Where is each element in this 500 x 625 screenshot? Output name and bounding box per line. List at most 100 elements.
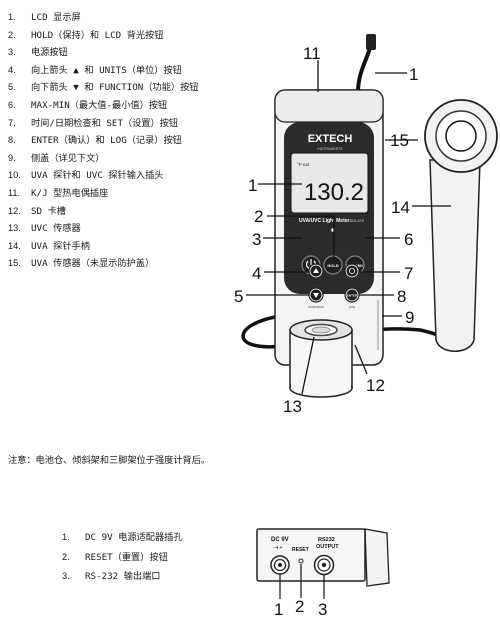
hold-button-label: HOLD — [327, 263, 338, 268]
callout-5: 5 — [234, 287, 243, 306]
uvc-sensor — [289, 319, 353, 398]
rear-panel-list-item-number: 1. — [62, 532, 70, 542]
rear-panel-list-item-number: 2. — [62, 551, 70, 562]
component-list-item-number: 13. — [8, 223, 21, 234]
hold-button[interactable] — [323, 255, 343, 275]
uva-probe — [424, 99, 498, 352]
callout-4: 4 — [252, 264, 261, 283]
component-list-item: 6. MAX-MIN（最大值-最小值）按钮 — [8, 97, 198, 115]
component-list-item-text: K/J 型热电偶插座 — [31, 187, 109, 199]
down-arrow-button[interactable] — [308, 287, 324, 303]
component-list-item-number: 4. — [8, 64, 16, 75]
callout-9: 9 — [405, 308, 414, 327]
up-arrow-icon — [313, 268, 319, 273]
rear-panel-list-item-text: DC 9V 电源适配器插孔 — [85, 532, 183, 543]
component-list-item: 4. 向上箭头 ▲ 和 UNITS（单位）按钮 — [8, 62, 198, 80]
uva-sensor-window — [445, 120, 477, 152]
callout-7: 7 — [404, 264, 413, 283]
reset-label: RESET — [292, 547, 309, 553]
reset-button[interactable] — [298, 558, 304, 564]
component-list-item-number: 3. — [8, 47, 16, 58]
unit-label: UNIT — [313, 280, 320, 284]
component-list-item-number: 9. — [8, 152, 16, 163]
component-list-item: 9. 侧盖（详见下文） — [8, 150, 198, 168]
callout-1-lcd: 1 — [248, 176, 257, 195]
callout-1-cable: 1 — [409, 65, 418, 84]
rear-panel-list-item-text: RESET（重置）按钮 — [85, 551, 168, 563]
component-list-item-number: 2. — [8, 29, 16, 40]
callout-lines — [246, 60, 451, 395]
enter-button-label: ENTER — [347, 294, 358, 298]
component-list-item-text: 时间/日期检查和 SET（设置）按钮 — [31, 117, 179, 129]
rear-callout-1: 1 — [274, 600, 283, 619]
rear-callout-lines — [279, 564, 325, 599]
dc-jack[interactable] — [270, 555, 290, 575]
component-list-item-number: 6. — [8, 99, 16, 110]
rear-callout-2: 2 — [295, 597, 304, 616]
function-label: FUNCTION — [308, 305, 324, 309]
component-list-item-number: 10. — [8, 170, 21, 181]
note-text: 注意：电池仓、倾斜架和三脚架位于强度计背后。 — [8, 455, 211, 466]
rear-panel-list-item-number: 3. — [62, 571, 70, 581]
down-arrow-icon — [313, 293, 319, 298]
component-list-item-number: 14. — [8, 240, 21, 251]
component-list-item-text: MAX-MIN（最大值-最小值）按钮 — [31, 99, 168, 111]
rear-panel-list-item: 1. DC 9V 电源适配器插孔 — [62, 528, 183, 548]
model-number: SDL470 — [350, 218, 365, 223]
component-list-item: 1.LCD 显示屏 — [8, 9, 198, 27]
component-list-item-text: UVA 传感器（未显示防护盖） — [31, 258, 155, 270]
zero-label: ZERO — [330, 283, 339, 287]
callout-6: 6 — [404, 230, 413, 249]
rear-panel-list-item-text: RS-232 输出端口 — [85, 571, 161, 582]
component-list-item-number: 15. — [8, 258, 21, 269]
rear-panel-list: 1. DC 9V 电源适配器插孔 2. RESET（重置）按钮 3. RS-232 输出端… — [62, 528, 183, 587]
callout-3: 3 — [252, 230, 261, 249]
component-list-item-number: 5. — [8, 82, 16, 93]
component-list-item: 3. 电源按钮 — [8, 44, 198, 62]
model-label: UVA/UVC Light Meter — [299, 218, 350, 224]
component-list-item-text: HOLD（保持）和 LCD 背光按钮 — [31, 29, 164, 41]
component-list-item-text: SD 卡槽 — [31, 205, 66, 217]
brand-logo: EXTECH — [308, 133, 353, 145]
callout-2: 2 — [254, 207, 263, 226]
dc-label: DC 9V — [271, 537, 289, 543]
callout-13: 13 — [283, 397, 302, 416]
component-list-item: 14.UVA 探针手柄 — [8, 238, 198, 256]
component-list-item-text: 侧盖（详见下文） — [31, 152, 105, 164]
component-list-item-number: 1. — [8, 12, 16, 22]
rs232-label-2: OUTPUT — [316, 544, 339, 550]
component-list-item: 8. ENTER（确认）和 LOG（记录）按钮 — [8, 132, 198, 150]
callout-14: 14 — [391, 198, 410, 217]
component-list-item: 5. 向下箭头 ▼ 和 FUNCTION（功能）按钮 — [8, 79, 198, 97]
callout-8: 8 — [397, 287, 406, 306]
component-list-item: 13. UVC 传感器 — [8, 220, 198, 238]
brand-sub: INSTRUMENTS — [317, 147, 343, 151]
component-list: 1.LCD 显示屏 2. HOLD（保持）和 LCD 背光按钮 3. 电源按钮 4. 向上箭… — [8, 9, 198, 273]
set-button[interactable] — [344, 263, 360, 279]
component-list-item: 12. SD 卡槽 — [8, 203, 198, 221]
component-list-item-text: UVC 传感器 — [31, 223, 81, 235]
rs232-label-1: RS232 — [318, 537, 335, 543]
set-label: SET — [349, 280, 355, 284]
component-list-item-text: 电源按钮 — [31, 47, 68, 59]
lcd-value: 130.2 — [304, 179, 364, 206]
probe-plug — [366, 34, 376, 50]
lcd-display — [290, 152, 369, 214]
component-list-item: 11. K/J 型热电偶插座 — [8, 185, 198, 203]
component-list-item-text: 向下箭头 ▼ 和 FUNCTION（功能）按钮 — [31, 82, 199, 94]
lcd-unit: °F-cal — [297, 162, 309, 167]
rs232-port[interactable] — [313, 554, 335, 576]
rear-panel-list-item: 3. RS-232 输出端口 — [62, 567, 183, 587]
enter-button[interactable]: ENTER — [344, 287, 360, 303]
component-list-item-text: 向上箭头 ▲ 和 UNITS（单位）按钮 — [31, 64, 182, 76]
callout-15: 15 — [390, 131, 409, 150]
component-list-item-number: 11. — [8, 187, 21, 198]
component-list-item-number: 8. — [8, 135, 16, 146]
component-list-item-text: ENTER（确认）和 LOG（记录）按钮 — [31, 135, 182, 147]
component-list-item-text: UVA 探针和 UVC 探针输入插头 — [31, 170, 164, 182]
up-arrow-button[interactable] — [308, 263, 324, 279]
component-list-item: 2. HOLD（保持）和 LCD 背光按钮 — [8, 27, 198, 45]
component-list-item-number: 12. — [8, 205, 21, 216]
log-label: LOG — [349, 305, 356, 309]
